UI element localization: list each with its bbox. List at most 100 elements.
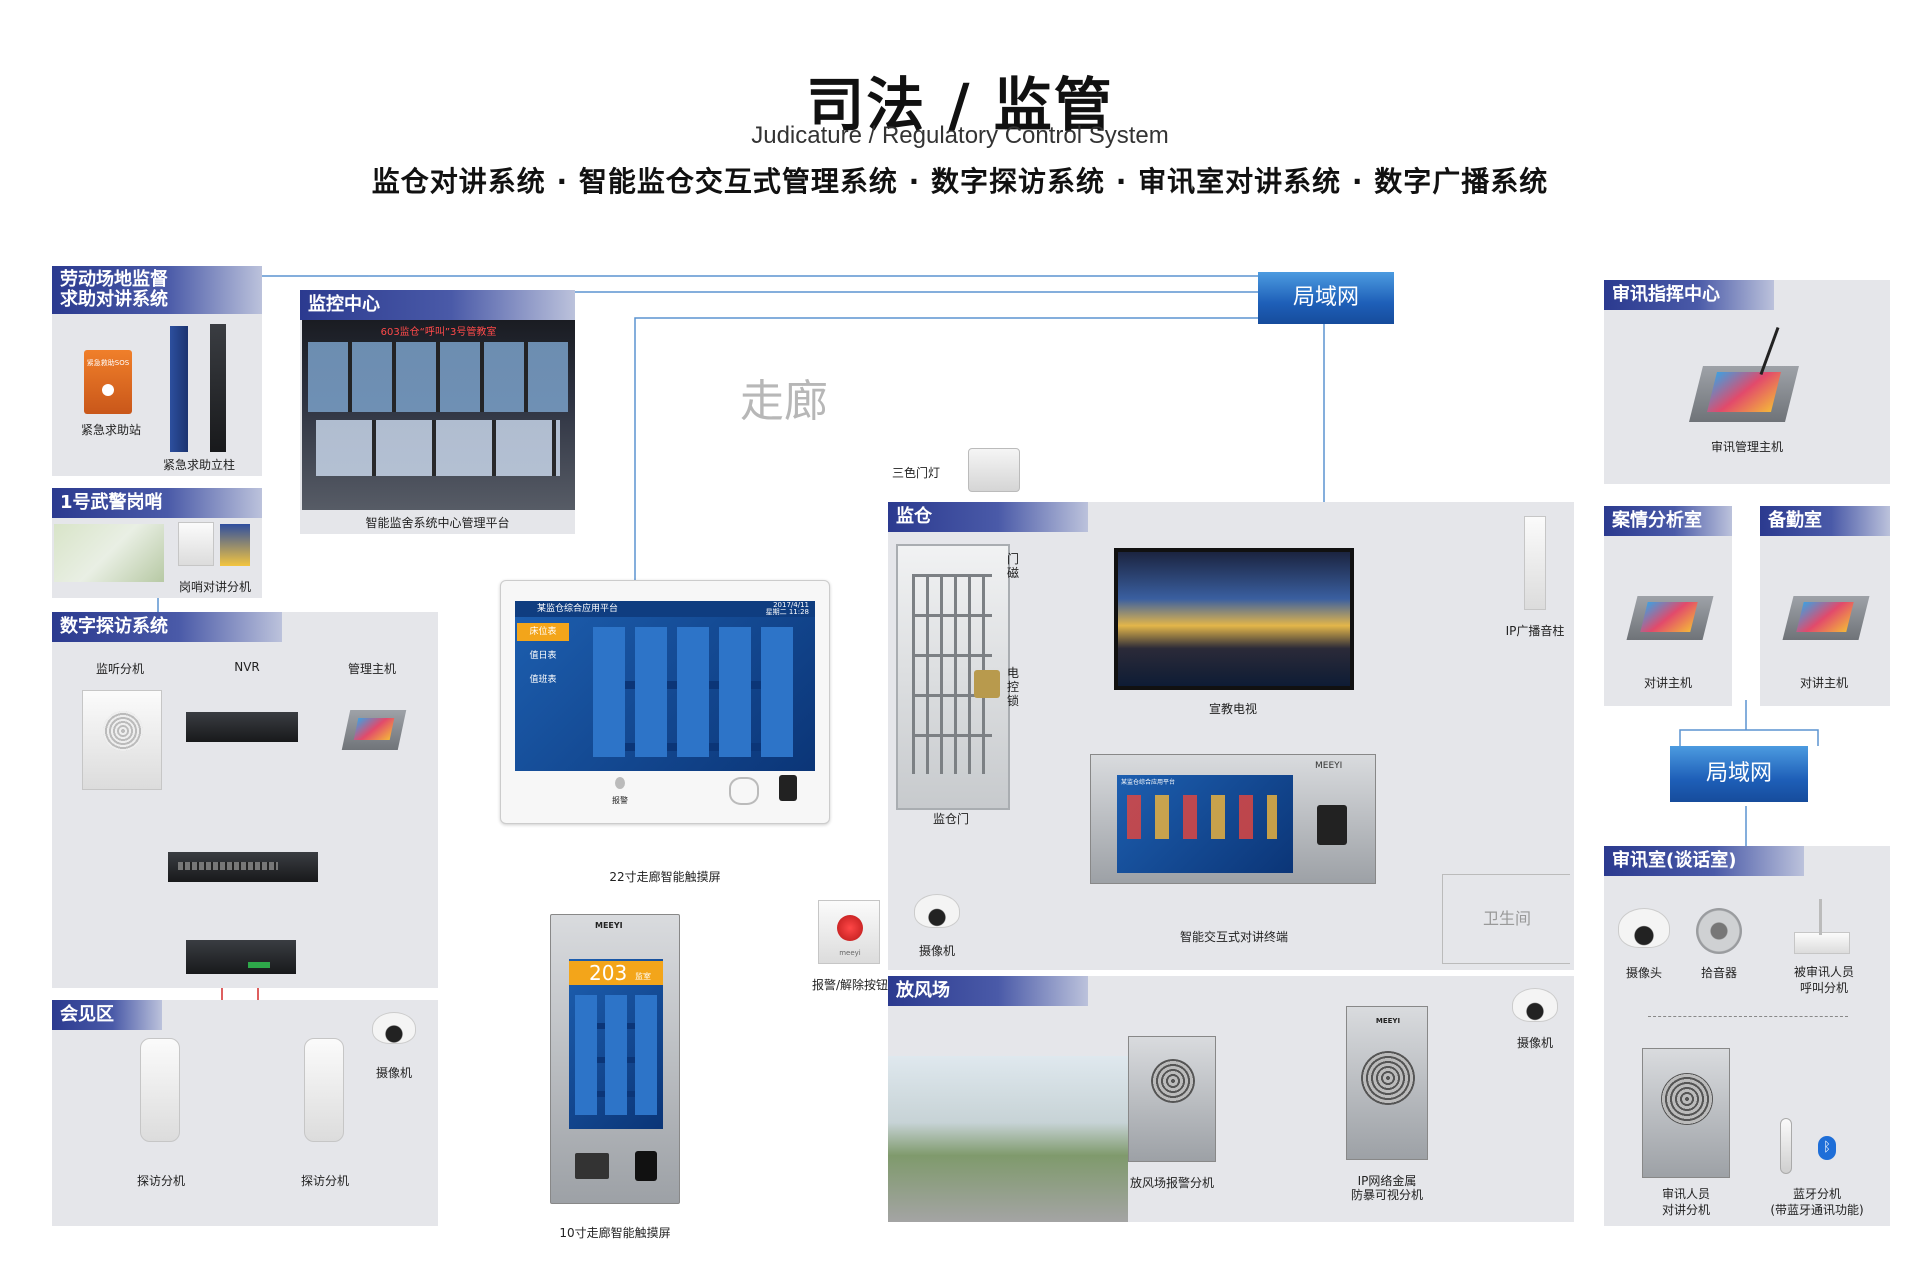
corridor-label: 走廊	[740, 376, 828, 427]
duty-device-label: 对讲主机	[1799, 676, 1848, 690]
terminal-block	[248, 962, 270, 968]
cell-camera-label: 摄像机	[918, 944, 955, 958]
cell-door-label: 监仓门	[932, 812, 969, 826]
staff-ext-label-line2: 对讲分机	[1661, 1203, 1710, 1217]
ip-vandal-ext[interactable]: MEEYI	[1346, 1006, 1428, 1160]
ip-ext-speaker-icon	[1361, 1051, 1415, 1105]
touch10-screen[interactable]: 203 监室	[569, 959, 663, 1129]
touch10-brand: MEEYI	[595, 921, 623, 930]
sos-pillar-gray	[210, 324, 226, 452]
command-host-screen	[1707, 372, 1781, 412]
duty-host-screen	[1796, 602, 1854, 632]
cell-title: 监仓	[888, 502, 1088, 532]
interrogation-divider	[1648, 1016, 1848, 1017]
electric-lock-icon	[974, 670, 1000, 698]
staff-intercom-ext[interactable]	[1642, 1048, 1730, 1178]
interrogation-panel: 审讯室(谈话室) 摄像头 拾音器 被审讯人员 呼叫分机 审讯人员 对讲分机 ᛒ …	[1604, 846, 1890, 1226]
touch10-fingerprint-icon	[635, 1151, 657, 1181]
touch22-screen[interactable]: 某监仓综合应用平台 2017/4/11 星期二 11:28 床位表 值日表 值班…	[515, 601, 815, 771]
fingerprint-icon	[779, 775, 797, 801]
touch22-menu-duty[interactable]: 值日表	[529, 651, 557, 661]
analysis-title: 案情分析室	[1604, 506, 1732, 536]
touch10-room-bar: 203 监室	[569, 961, 663, 985]
monitor-platform-label: 智能监舍系统中心管理平台	[365, 516, 510, 530]
terminal-screen[interactable]: 某监仓综合应用平台	[1117, 775, 1293, 873]
touch22-menu-bed[interactable]: 床位表	[517, 623, 569, 641]
tri-light-device	[968, 448, 1020, 492]
interrogation-camera-label: 摄像头	[1625, 966, 1662, 980]
touchscreen-22[interactable]: 某监仓综合应用平台 2017/4/11 星期二 11:28 床位表 值日表 值班…	[500, 580, 830, 824]
suspect-call-ext[interactable]	[1794, 899, 1850, 954]
page-title: 司法 / 监管	[806, 71, 1114, 139]
touch22-menu-watch[interactable]: 值班表	[529, 675, 557, 685]
visit-handset-2	[304, 1038, 344, 1142]
lan-line-right	[1679, 729, 1819, 746]
alarm-red-button-icon[interactable]	[837, 915, 863, 941]
ip-ext-label: IP网络金属 防暴可视分机	[1332, 1174, 1442, 1202]
yard-speaker-icon	[1151, 1059, 1195, 1103]
monitor-screens-bottom	[316, 420, 560, 476]
ip-ext-label-line2: 防暴可视分机	[1350, 1188, 1423, 1202]
touch22-bed-grid	[593, 627, 793, 757]
speaker-grille-icon	[103, 711, 143, 751]
yard-camera-label: 摄像机	[1516, 1036, 1553, 1050]
duty-title: 备勤室	[1760, 506, 1890, 536]
guard-photo	[54, 524, 164, 582]
alarm-button-label: 报警/解除按钮	[811, 978, 889, 992]
sos-button-icon	[102, 384, 114, 396]
visit-listener-label: 监听分机	[95, 662, 144, 676]
cell-door	[896, 544, 1010, 810]
visit-nvr-label: NVR	[234, 660, 260, 674]
terminal-fingerprint-icon	[1317, 805, 1347, 845]
bluetooth-label-line2: (带蓝牙通讯功能)	[1770, 1203, 1864, 1217]
touch22-alarm-icon[interactable]	[615, 777, 625, 789]
staff-ext-label-line1: 审讯人员	[1661, 1187, 1710, 1201]
host-screen	[353, 718, 395, 740]
toilet-label: 卫生间	[1483, 909, 1532, 928]
labor-panel-header: 劳动场地监督 求助对讲系统	[52, 266, 262, 314]
touchscreen-10[interactable]: MEEYI 203 监室	[550, 914, 680, 1204]
sos-pillar-label: 紧急求助立柱	[162, 458, 235, 472]
nvr-device	[186, 712, 298, 742]
pickup-mic-icon	[1696, 908, 1742, 954]
sos-station-label: 紧急求助站	[80, 423, 141, 437]
yard-alarm-ext[interactable]	[1128, 1036, 1216, 1162]
touch10-room-suffix: 监室	[635, 972, 651, 981]
visit-host-device	[338, 690, 407, 750]
yard-camera-icon	[1512, 988, 1558, 1022]
suspect-gooseneck-mic	[1819, 899, 1822, 935]
visit-ext-label-2: 探访分机	[300, 1174, 349, 1188]
meeting-camera-label: 摄像机	[375, 1066, 412, 1080]
yard-panel: 放风场 放风场报警分机 MEEYI IP网络金属 防暴可视分机 摄像机	[888, 976, 1574, 1222]
visit-listener-device	[82, 690, 162, 790]
codec-box	[186, 940, 296, 974]
alarm-button-device[interactable]: meeyi	[818, 900, 880, 964]
command-panel: 审讯指挥中心 审讯管理主机	[1604, 280, 1890, 484]
lan-box-top: 局域网	[1258, 272, 1394, 324]
visit-host-label: 管理主机	[347, 662, 396, 676]
suspect-label: 被审讯人员 呼叫分机	[1782, 964, 1866, 996]
meeting-title: 会见区	[52, 1000, 162, 1030]
meeting-camera-icon	[372, 1012, 416, 1044]
command-host-device	[1689, 320, 1800, 430]
staff-ext-label: 审讯人员 对讲分机	[1638, 1186, 1734, 1218]
door-magnet-label: 门磁	[1006, 552, 1019, 580]
touch22-date: 2017/4/11	[773, 601, 809, 609]
analysis-device-label: 对讲主机	[1643, 676, 1692, 690]
alarm-button-brand: meeyi	[839, 949, 861, 957]
ip-speaker-label: IP广播音柱	[1505, 624, 1565, 638]
interactive-terminal[interactable]: MEEYI 某监仓综合应用平台	[1090, 754, 1376, 884]
monitor-wall-photo: 603监仓“呼叫”3号管教室	[302, 320, 575, 510]
command-title: 审讯指挥中心	[1604, 280, 1774, 310]
guard-panel: 1号武警岗哨 岗哨对讲分机	[52, 488, 262, 598]
ip-ext-label-line1: IP网络金属	[1357, 1174, 1417, 1188]
guard-title: 1号武警岗哨	[52, 488, 262, 518]
command-device-label: 审讯管理主机	[1710, 440, 1783, 454]
yard-photo	[888, 1056, 1128, 1222]
guard-intercom-panel	[220, 524, 250, 566]
toilet-area: 卫生间	[1442, 874, 1570, 964]
sos-pillar-blue	[170, 326, 188, 452]
bluetooth-label: 蓝牙分机 (带蓝牙通讯功能)	[1752, 1186, 1882, 1218]
monitor-panel: 监控中心 603监仓“呼叫”3号管教室 智能监舍系统中心管理平台	[300, 290, 575, 534]
interrogation-title: 审讯室(谈话室)	[1604, 846, 1804, 876]
